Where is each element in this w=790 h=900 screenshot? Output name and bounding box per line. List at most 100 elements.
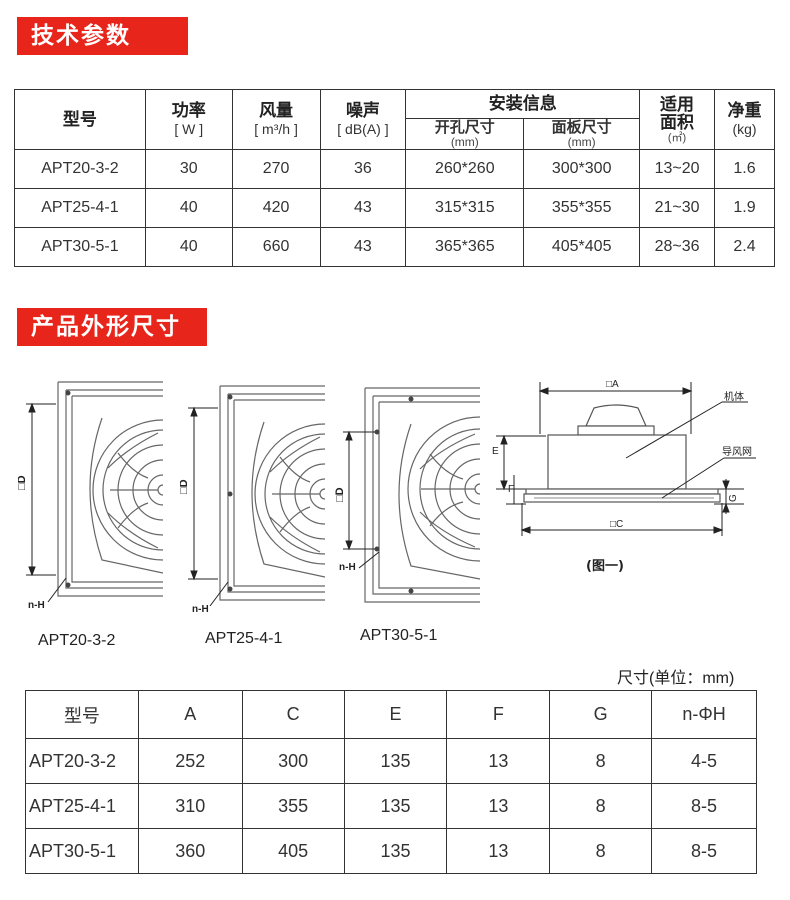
cell-noise: 36 xyxy=(319,149,407,189)
dim-nh-label: n-H xyxy=(28,600,45,610)
cell-airflow: 420 xyxy=(231,188,321,228)
header-noise-label: 噪声 xyxy=(345,100,380,120)
cell-f: 13 xyxy=(446,738,551,784)
header-power: 功率 [ W ] xyxy=(144,89,233,150)
table-row: APT30-5-1 40 660 43 365*365 405*405 28~3… xyxy=(14,227,775,267)
header-power-label: 功率 xyxy=(171,100,206,120)
cell-panel: 300*300 xyxy=(523,149,641,189)
cell-f: 13 xyxy=(446,783,551,829)
header-hole-unit: (mm) xyxy=(450,134,479,149)
cell-nh: 4-5 xyxy=(651,738,757,784)
header-cell: C xyxy=(241,690,345,739)
cell-noise: 43 xyxy=(319,227,407,267)
drawing-label-apt20: APT20-3-2 xyxy=(38,632,116,649)
cell-hole: 365*365 xyxy=(405,227,525,267)
header-cell: A xyxy=(137,690,243,739)
header-hole-label: 开孔尺寸 xyxy=(434,118,495,136)
table-row: APT30-5-1 360 405 135 13 8 8-5 xyxy=(25,828,757,874)
body-label: 机体 xyxy=(724,390,744,403)
cell-e: 135 xyxy=(343,783,448,829)
cell-airflow: 660 xyxy=(231,227,321,267)
dim-d-label: □D xyxy=(18,475,28,490)
header-panel: 面板尺寸 (mm) xyxy=(523,118,641,150)
cell-weight: 1.9 xyxy=(714,188,775,228)
cell-power: 30 xyxy=(144,149,233,189)
front-view-drawing-2: □D n-H xyxy=(180,385,325,614)
cell-area: 21~30 xyxy=(639,188,716,228)
cell-hole: 260*260 xyxy=(405,149,525,189)
header-panel-unit: (mm) xyxy=(567,134,596,149)
header-power-unit: [ W ] xyxy=(174,120,204,137)
header-airflow: 风量 [ m³/h ] xyxy=(231,89,321,150)
cell-e: 135 xyxy=(343,828,448,874)
header-model: 型号 xyxy=(14,89,146,150)
cell-noise: 43 xyxy=(319,188,407,228)
cell-model: APT20-3-2 xyxy=(25,738,139,784)
header-install: 安装信息 xyxy=(405,89,641,119)
cell-model: APT25-4-1 xyxy=(25,783,139,829)
cell-panel: 405*405 xyxy=(523,227,641,267)
header-area-unit: (㎡) xyxy=(667,131,687,144)
cell-g: 8 xyxy=(549,783,653,829)
cell-a: 310 xyxy=(137,783,243,829)
grille-label: 导风网 xyxy=(722,446,752,458)
side-view-drawing: □A □C E F G 机体 导风网 (图一) xyxy=(492,379,756,574)
cell-model: APT20-3-2 xyxy=(14,149,146,189)
cell-nh: 8-5 xyxy=(651,783,757,829)
cell-c: 300 xyxy=(241,738,345,784)
header-airflow-label: 风量 xyxy=(259,100,294,120)
cell-weight: 1.6 xyxy=(714,149,775,189)
front-view-drawing-3: □D n-H xyxy=(335,387,480,603)
section-title-tech-params: 技术参数 xyxy=(17,17,188,55)
header-weight-label: 净重 xyxy=(727,100,762,120)
dimension-table: 型号 A C E F G n-ΦH APT20-3-2 252 300 135 … xyxy=(25,690,757,874)
header-noise-unit: [ dB(A) ] xyxy=(337,120,389,137)
cell-e: 135 xyxy=(343,738,448,784)
cell-hole: 315*315 xyxy=(405,188,525,228)
cell-airflow: 270 xyxy=(231,149,321,189)
header-hole: 开孔尺寸 (mm) xyxy=(405,118,525,150)
cell-area: 28~36 xyxy=(639,227,716,267)
dim-nh-label: n-H xyxy=(192,604,209,614)
cell-area: 13~20 xyxy=(639,149,716,189)
section-title-dimensions: 产品外形尺寸 xyxy=(17,308,207,346)
dim-d-label: □D xyxy=(180,479,190,494)
cell-g: 8 xyxy=(549,738,653,784)
table-row: APT20-3-2 30 270 36 260*260 300*300 13~2… xyxy=(14,149,775,189)
table-row: APT25-4-1 310 355 135 13 8 8-5 xyxy=(25,783,757,829)
header-weight-unit: (kg) xyxy=(732,120,757,137)
figure-caption: (图一) xyxy=(586,559,624,574)
header-panel-label: 面板尺寸 xyxy=(551,118,612,136)
dim-a-label: □A xyxy=(606,379,619,390)
cell-power: 40 xyxy=(144,227,233,267)
cell-a: 360 xyxy=(137,828,243,874)
table-row: APT25-4-1 40 420 43 315*315 355*355 21~3… xyxy=(14,188,775,228)
drawing-label-apt25: APT25-4-1 xyxy=(205,630,283,647)
cell-model: APT25-4-1 xyxy=(14,188,146,228)
header-cell: E xyxy=(343,690,448,739)
header-weight: 净重 (kg) xyxy=(714,89,775,150)
dim-nh-label: n-H xyxy=(339,562,356,573)
header-noise: 噪声 [ dB(A) ] xyxy=(319,89,407,150)
unit-note: 尺寸(单位：mm) xyxy=(617,670,735,687)
cell-model: APT30-5-1 xyxy=(25,828,139,874)
header-cell: F xyxy=(446,690,551,739)
cell-panel: 355*355 xyxy=(523,188,641,228)
header-cell: G xyxy=(549,690,653,739)
table-row: APT20-3-2 252 300 135 13 8 4-5 xyxy=(25,738,757,784)
dim-c-label: □C xyxy=(610,519,623,530)
cell-c: 405 xyxy=(241,828,345,874)
header-cell: n-ΦH xyxy=(651,690,757,739)
cell-f: 13 xyxy=(446,828,551,874)
header-area-label: 适用面积 xyxy=(660,94,695,132)
header-cell: 型号 xyxy=(25,690,139,739)
drawing-label-apt30: APT30-5-1 xyxy=(360,627,438,644)
cell-c: 355 xyxy=(241,783,345,829)
cell-weight: 2.4 xyxy=(714,227,775,267)
cell-nh: 8-5 xyxy=(651,828,757,874)
dim-d-label: □D xyxy=(335,487,346,502)
cell-a: 252 xyxy=(137,738,243,784)
cell-power: 40 xyxy=(144,188,233,228)
dim-e-label: E xyxy=(492,446,499,457)
dim-g-label: G xyxy=(728,494,739,502)
